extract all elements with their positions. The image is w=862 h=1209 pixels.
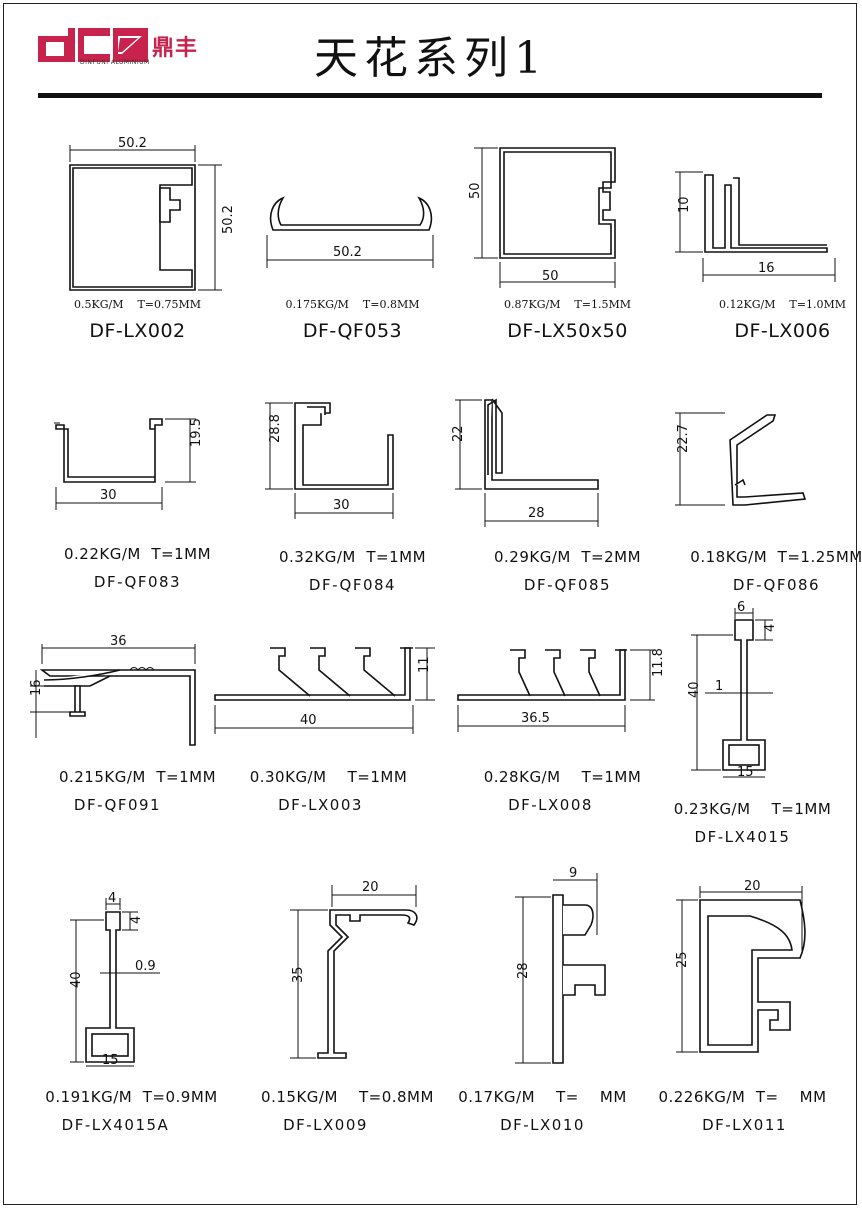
product-spec: 0.191KG/M T=0.9MM xyxy=(45,1088,218,1106)
product-code: DF-LX002 xyxy=(89,320,186,342)
logo-brand-cn: 鼎丰 xyxy=(152,36,199,61)
dim-top-width: 4 xyxy=(108,891,116,906)
profile-drawing-df-qf083: 19.5 30 xyxy=(54,418,204,510)
profile-drawing-df-lx011: 20 25 xyxy=(675,879,806,1053)
logo-brand-en: DINFUNI ALUMINIUM xyxy=(80,59,150,66)
dim-width: 20 xyxy=(362,880,379,895)
dim-width: 28 xyxy=(528,506,545,521)
product-code: DF-QF091 xyxy=(73,796,162,814)
product-code: DF-LX006 xyxy=(734,320,831,342)
product-spec: 0.29KG/M T=2MM xyxy=(493,548,642,566)
product-spec: 0.15KG/M T=0.8MM xyxy=(261,1088,434,1106)
profile-drawing-df-lx009: 20 35 xyxy=(290,880,418,1059)
product-spec: 0.5KG/M T=0.75MM xyxy=(73,298,202,311)
dim-height: 22.7 xyxy=(676,424,691,453)
dim-width: 40 xyxy=(300,713,317,728)
product-code: DF-LX009 xyxy=(283,1116,368,1134)
product-spec: 0.226KG/M T= MM xyxy=(658,1088,827,1106)
profile-drawing-df-lx4015: 6 4 40 1 15 xyxy=(687,600,778,780)
dim-height: 11.8 xyxy=(651,648,666,677)
product-code: DF-LX010 xyxy=(500,1116,585,1134)
header-divider xyxy=(38,93,822,98)
dim-width: 36 xyxy=(110,634,127,649)
page-frame xyxy=(3,3,857,1205)
profile-drawing-df-qf086: 22.7 xyxy=(675,412,807,506)
product-spec: 0.12KG/M T=1.0MM xyxy=(718,298,847,311)
dim-base-width: 15 xyxy=(737,765,754,780)
page-title: 天花系列1 xyxy=(314,33,548,84)
dim-top-height: 4 xyxy=(129,916,144,924)
dim-height: 40 xyxy=(69,971,84,988)
brand-logo: 鼎丰 DINFUNI ALUMINIUM xyxy=(38,28,208,68)
dim-height: 16 xyxy=(29,679,44,696)
product-spec: 0.30KG/M T=1MM xyxy=(249,768,408,786)
dim-width: 30 xyxy=(100,488,117,503)
dim-height: 50 xyxy=(468,182,483,199)
product-code: DF-LX011 xyxy=(702,1116,787,1134)
product-spec: 0.32KG/M T=1MM xyxy=(278,548,427,566)
dim-height: 25 xyxy=(675,951,690,968)
dim-width: 36.5 xyxy=(521,711,550,726)
profile-drawing-df-qf085: 22 28 xyxy=(451,398,599,527)
dim-height: 50.2 xyxy=(221,205,236,234)
profile-drawing-df-lx50x50: 50 50 xyxy=(468,147,616,288)
product-spec: 0.22KG/M T=1MM xyxy=(63,545,212,563)
product-code: DF-LX003 xyxy=(278,796,363,814)
profile-drawing-df-lx006: 10 16 xyxy=(675,171,836,282)
dim-width: 20 xyxy=(744,879,761,894)
dim-thickness: 0.9 xyxy=(135,959,156,974)
product-code: DF-QF085 xyxy=(523,576,612,594)
dim-width: 50.2 xyxy=(118,136,147,151)
dim-width: 50 xyxy=(542,269,559,284)
product-spec: 0.215KG/M T=1MM xyxy=(58,768,217,786)
profile-drawing-df-lx008: 11.8 36.5 xyxy=(457,648,666,732)
product-spec: 0.23KG/M T=1MM xyxy=(673,800,832,818)
profile-drawing-df-lx003: 11 40 xyxy=(214,647,435,734)
dim-width: 16 xyxy=(758,261,775,276)
product-code: DF-QF084 xyxy=(308,576,397,594)
product-spec: 0.87KG/M T=1.5MM xyxy=(503,298,632,311)
dim-top-width: 6 xyxy=(737,600,745,615)
product-spec: 0.17KG/M T= MM xyxy=(458,1088,627,1106)
dim-height: 22 xyxy=(451,425,466,442)
dim-height: 40 xyxy=(687,681,702,698)
product-code: DF-LX008 xyxy=(508,796,593,814)
dfz-logo-icon xyxy=(38,28,148,62)
profile-drawing-df-qf053: 50.2 xyxy=(266,196,434,268)
dim-height: 10 xyxy=(677,196,692,213)
dim-thickness: 1 xyxy=(715,679,723,694)
product-code: DF-LX4015A xyxy=(61,1116,170,1134)
profile-drawing-df-qf084: 28.8 30 xyxy=(265,402,394,519)
profile-drawing-df-lx4015a: 4 4 40 0.9 15 xyxy=(69,891,160,1068)
dim-width: 50.2 xyxy=(333,245,362,260)
dim-height: 28.8 xyxy=(268,414,283,443)
dim-top-height: 4 xyxy=(763,624,778,632)
dim-height: 19.5 xyxy=(189,418,204,447)
product-code: DF-QF083 xyxy=(93,573,182,591)
profile-drawing-df-lx002: 50.2 50.2 xyxy=(69,136,236,291)
product-code: DF-QF086 xyxy=(732,576,821,594)
dim-width: 30 xyxy=(333,498,350,513)
profile-drawing-df-lx010: 9 28 xyxy=(515,866,606,1064)
product-spec: 0.18KG/M T=1.25MM xyxy=(690,548,862,566)
dim-height: 35 xyxy=(291,966,306,983)
product-spec: 0.28KG/M T=1MM xyxy=(483,768,642,786)
dim-height: 11 xyxy=(417,656,432,673)
product-code: DF-LX50x50 xyxy=(507,320,628,342)
profile-drawing-df-qf091: 36 16 xyxy=(29,634,196,746)
product-code: DF-LX4015 xyxy=(694,828,791,846)
product-spec: 0.175KG/M T=0.8MM xyxy=(285,298,420,311)
dim-height: 28 xyxy=(516,962,531,979)
product-code: DF-QF053 xyxy=(302,320,403,342)
dim-base-width: 15 xyxy=(102,1053,119,1068)
dim-width: 9 xyxy=(569,866,577,881)
